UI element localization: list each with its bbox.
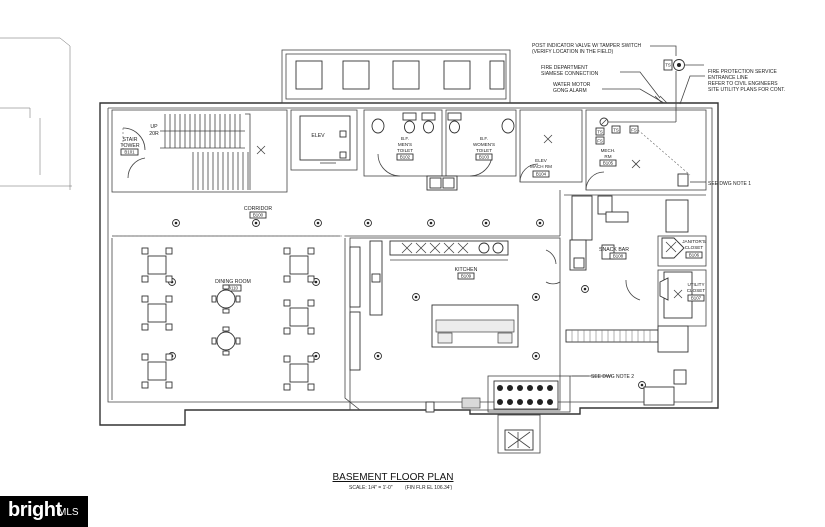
elevator-label: ELEV: [311, 133, 325, 139]
ts-box-label: TS: [597, 130, 603, 135]
dwg-note-2: SEE DWG NOTE 2: [591, 374, 634, 380]
dwg-note-1: SEE DWG NOTE 1: [708, 181, 751, 187]
dining-room: DINING ROOM B110: [111, 238, 361, 411]
womens-toilet-name-1: B.F.: [480, 136, 488, 141]
dining-table: [141, 353, 173, 389]
plan-elevation: (FIN FLR EL 106.34'): [405, 485, 453, 491]
site-lines: [0, 37, 72, 190]
mens-toilet-name-1: B.F.: [401, 136, 409, 141]
round-table: [211, 284, 241, 314]
watermark-suffix: MLS: [58, 507, 79, 518]
dining-table: [141, 247, 173, 283]
watermark-logo: [0, 496, 88, 527]
water-motor-note-2: GONG ALARM: [553, 88, 587, 94]
fs-box-label: FS: [597, 139, 603, 144]
snack-bar-number: B108: [613, 254, 624, 259]
elev-mach-number: B104: [536, 172, 547, 177]
watermark-brand: bright: [8, 499, 62, 521]
mech-marker-icon: [631, 159, 641, 169]
corridor: CORRIDOR B100: [112, 190, 561, 237]
utility-closet-name-1: UTILITY: [687, 282, 704, 287]
fire-service-note-3: REFER TO CIVIL ENGINEERS: [708, 81, 778, 87]
stair-tower-name-1: STAIR: [123, 137, 138, 143]
janitors-closet-name-2: CLOSET: [685, 245, 704, 250]
dining-room-number: B110: [228, 286, 238, 291]
stair-up-label: UP: [150, 124, 158, 130]
janitors-closet-name-1: JANITOR'S: [682, 239, 706, 244]
range-burners: [401, 242, 469, 254]
dining-table: [283, 247, 315, 283]
dining-room-name: DINING ROOM: [215, 279, 251, 285]
stair-treads: [160, 114, 249, 190]
snack-bar-counter: [565, 329, 659, 343]
mens-toilet-name-2: MEN'S: [398, 142, 412, 147]
corridor-number: B100: [253, 213, 264, 218]
janitors-closet-number: B106: [689, 253, 700, 258]
round-table: [211, 326, 241, 356]
ts-box-label: TS: [613, 128, 619, 133]
piv-note-2: (VERIFY LOCATION IN THE FIELD): [532, 49, 613, 55]
water-motor-note-1: WATER MOTOR: [553, 82, 591, 88]
stair-marker-icon: [256, 145, 266, 155]
mens-toilet: B.F. MEN'S TOILET B102: [363, 109, 443, 177]
utility-closet-name-2: CLOSET: [687, 288, 706, 293]
utility-closet-number: B107: [691, 296, 702, 301]
elev-mach-room: ELEV MACH RM B104: [519, 109, 583, 183]
mens-toilet-number: B102: [400, 155, 411, 160]
mech-room: MECH. RM B105 TS TS FS FS: [585, 109, 707, 191]
mech-room-number: B105: [603, 161, 614, 166]
kitchen: KITCHEN B109: [349, 237, 561, 413]
womens-toilet-number: B103: [479, 155, 490, 160]
plan-scale: SCALE: 1/4" = 1'-0": [349, 485, 393, 491]
elev-mach-name-1: ELEV: [535, 158, 548, 163]
dining-table: [283, 355, 315, 391]
stair-tower: STAIR TOWER B101 UP 20R: [111, 109, 288, 193]
kitchen-name: KITCHEN: [455, 267, 478, 273]
elev-mach-name-2: MACH RM: [530, 164, 552, 169]
mech-room-name-1: MECH.: [601, 148, 616, 153]
ts-tag: TS: [665, 63, 671, 68]
fire-service-note-1: FIRE PROTECTION SERVICE: [708, 69, 777, 75]
fire-protection-callouts: POST INDICATOR VALVE W/ TAMPER SWITCH (V…: [532, 43, 785, 380]
utility-closet: UTILITY CLOSET B107: [657, 269, 707, 327]
cooking-line: [487, 375, 612, 413]
dining-table: [283, 299, 315, 335]
fs-box-label: FS: [631, 128, 637, 133]
elev-mach-marker-icon: [543, 134, 553, 144]
stair-risers-label: 20R: [149, 131, 159, 137]
siamese-connection-icon: [654, 95, 668, 104]
womens-toilet: B.F. WOMEN'S TOILET B103: [445, 109, 517, 177]
mens-toilet-name-3: TOILET: [397, 148, 413, 153]
stair-tower-number: B101: [124, 150, 135, 155]
snack-bar-name: SNACK BAR: [599, 247, 629, 253]
plan-title-block: BASEMENT FLOOR PLAN SCALE: 1/4" = 1'-0" …: [333, 472, 454, 491]
exterior-walls: [99, 49, 719, 454]
fire-dept-note-1: FIRE DEPARTMENT: [541, 65, 588, 71]
kitchen-number: B109: [461, 274, 472, 279]
burner-grid: [497, 385, 553, 405]
stair-tower-name-2: TOWER: [120, 143, 139, 149]
elevator: ELEV: [290, 109, 358, 171]
janitors-closet: JANITOR'S CLOSET B106: [657, 235, 707, 267]
drinking-fountains: [426, 175, 458, 191]
mech-room-name-2: RM: [604, 154, 611, 159]
womens-toilet-name-2: WOMEN'S: [473, 142, 495, 147]
fire-dept-note-2: SIAMESE CONNECTION: [541, 71, 599, 77]
fire-service-note-4: SITE UTILITY PLANS FOR CONT.: [708, 87, 785, 93]
womens-toilet-name-3: TOILET: [476, 148, 492, 153]
dining-table: [141, 295, 173, 331]
corridor-name: CORRIDOR: [244, 206, 272, 212]
piv-note-1: POST INDICATOR VALVE W/ TAMPER SWITCH: [532, 43, 641, 49]
plan-title: BASEMENT FLOOR PLAN: [333, 472, 454, 483]
fire-service-note-2: ENTRANCE LINE: [708, 75, 749, 81]
fire-riser-icon: TS TS FS FS: [595, 112, 691, 176]
